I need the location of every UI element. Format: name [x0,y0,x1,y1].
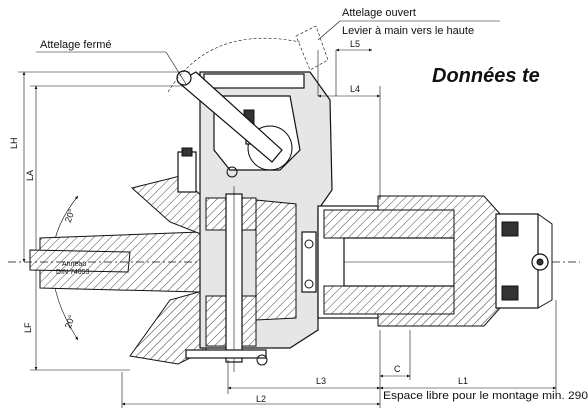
swing-angle-arcs: 20° 20° [51,195,79,341]
top-dimensions: L5 L4 [317,39,381,200]
callout-open: Attelage ouvert Levier à main vers le ha… [317,7,500,41]
ring-label-line1: Anneau [62,261,86,268]
bottom-dimensions: L3 C L1 L2 [121,300,557,408]
hand-lever-open [167,25,329,93]
angle-upper-label: 20° [63,207,77,224]
callout-closed: Attelage fermé [36,39,187,85]
ring-label-line2: DIN 74053 [56,269,90,276]
dimension-l4: L4 [350,84,360,94]
dimension-l3: L3 [316,376,326,386]
callout-closed-label: Attelage fermé [40,39,112,51]
dimension-lh: LH [9,137,19,149]
vertical-dimensions: LH LA LF [9,71,190,371]
dimension-c: C [394,364,401,374]
dimension-l5: L5 [350,39,360,49]
coupling-pin [185,186,317,372]
spring-housing [317,195,553,327]
dimension-lf: LF [23,322,33,333]
dimension-la: LA [25,170,35,181]
angle-lower-label: 20° [63,313,77,330]
mounting-space-note: Espace libre pour le montage min. 290 [383,390,588,402]
callout-open-label: Attelage ouvert [342,7,416,19]
page-heading: Données te [432,65,540,87]
dimension-l1: L1 [458,376,468,386]
callout-lever-label: Levier à main vers le haute [342,25,474,37]
dimension-l2: L2 [256,394,266,404]
